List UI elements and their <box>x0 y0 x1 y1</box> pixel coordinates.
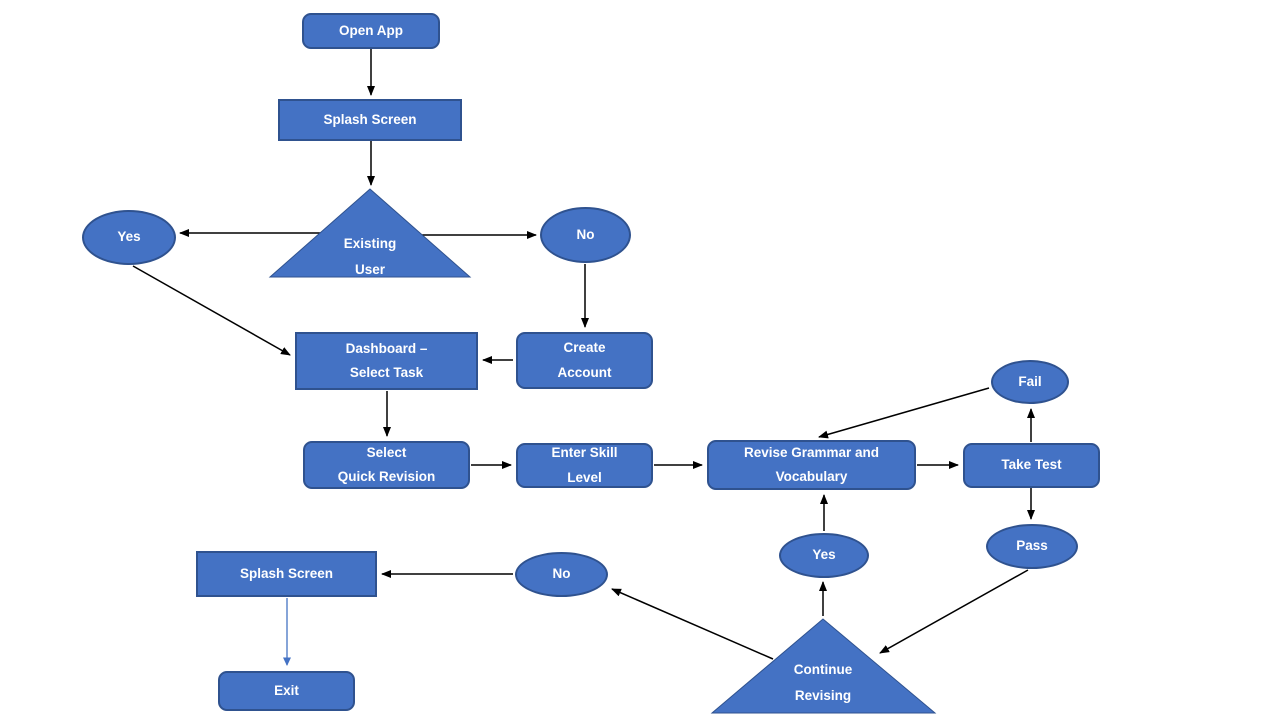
node-enter-skill-level: Enter Skill Level <box>516 443 653 488</box>
node-no-top: No <box>540 207 631 263</box>
existing-user-triangle <box>268 188 472 278</box>
node-revise-grammar-vocabulary: Revise Grammar and Vocabulary <box>707 440 916 490</box>
node-exit: Exit <box>218 671 355 711</box>
arrow-fail-to-revise <box>818 387 990 439</box>
node-yes-bottom: Yes <box>779 533 869 578</box>
node-select-quick-revision: Select Quick Revision <box>303 441 470 489</box>
node-splash-screen-bottom: Splash Screen <box>196 551 377 597</box>
arrow-continue-revising-to-no <box>611 588 774 660</box>
node-pass: Pass <box>986 524 1078 569</box>
node-open-app: Open App <box>302 13 440 49</box>
node-fail: Fail <box>991 360 1069 404</box>
node-no-bottom: No <box>515 552 608 597</box>
node-yes-top: Yes <box>82 210 176 265</box>
arrow-pass-to-continue-revising <box>879 569 1029 654</box>
node-take-test: Take Test <box>963 443 1100 488</box>
continue-revising-triangle <box>710 618 937 714</box>
node-create-account: Create Account <box>516 332 653 389</box>
node-dashboard-select-task: Dashboard – Select Task <box>295 332 478 390</box>
arrow-yes-to-dashboard <box>132 265 291 356</box>
node-continue-revising-label: Continue Revising <box>793 662 853 703</box>
node-existing-user-label: Existing User <box>343 236 397 277</box>
node-splash-screen-top: Splash Screen <box>278 99 462 141</box>
